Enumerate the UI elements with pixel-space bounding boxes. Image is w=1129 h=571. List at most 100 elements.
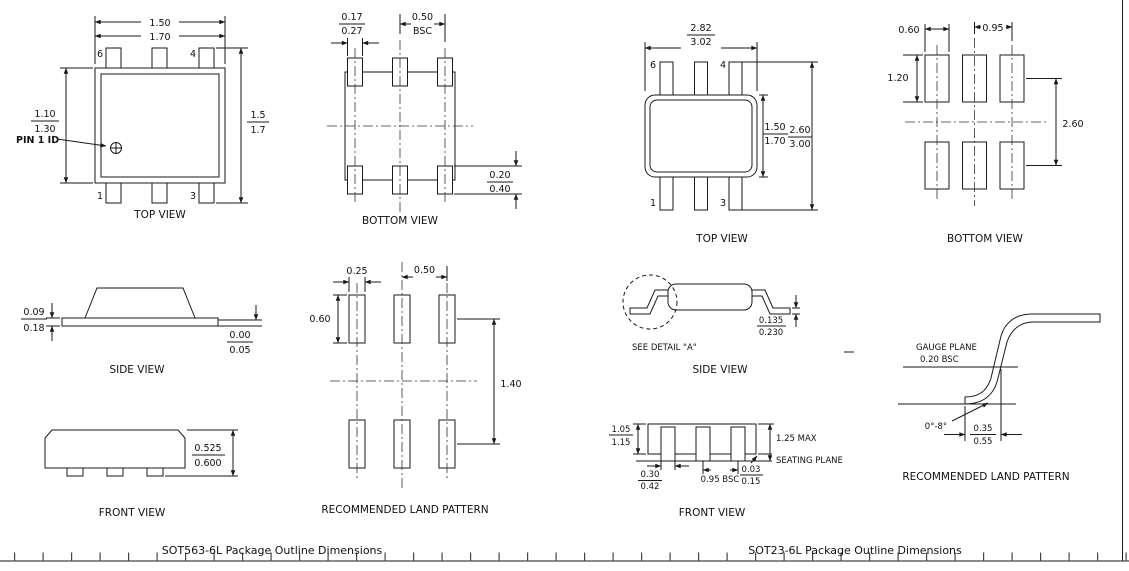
dim-pad-len-min: 0.20 [489, 170, 510, 181]
right-caption: SOT23-6L Package Outline Dimensions [748, 544, 962, 557]
pin [106, 467, 124, 477]
dim-overall-min: 2.60 [789, 125, 810, 136]
dim-thickness-max: 0.18 [23, 323, 44, 334]
package-body [44, 429, 186, 469]
dim-body-height-min: 1.50 [764, 122, 785, 133]
dim-land-row-pitch: 1.40 [500, 379, 521, 390]
dim-body-height-max: 1.30 [34, 124, 55, 135]
sot563-side-view: 0.09 0.18 0.00 0.05 SIDE VIEW [21, 287, 262, 376]
pin [66, 467, 84, 477]
dim-thickness-min: 0.09 [23, 307, 44, 318]
dim-standoff-min: 0.00 [229, 330, 250, 341]
gauge-dim: 0.20 BSC [920, 355, 959, 365]
view-label: BOTTOM VIEW [947, 233, 1024, 245]
dim-pad-width-max: 0.27 [341, 26, 362, 37]
dim-pitch: 0.50 [412, 12, 433, 23]
dim-max-height: 1.25 MAX [776, 434, 817, 444]
pin-number: 6 [650, 60, 656, 71]
dim-standoff-min: 0.03 [742, 465, 761, 475]
pin-number: 3 [720, 198, 726, 209]
dim-pitch-note: BSC [413, 26, 432, 37]
dim-standoff-max: 0.15 [742, 477, 761, 487]
base-plate [61, 317, 219, 327]
sot563-front-view: 0.525 0.600 FRONT VIEW [44, 429, 238, 519]
pin [146, 467, 164, 477]
dim-overall-max: 1.7 [250, 125, 265, 136]
pin [694, 176, 708, 211]
dim-pitch: 0.95 [982, 23, 1003, 34]
dim-body-h-min: 1.05 [612, 425, 631, 435]
pin [151, 182, 168, 204]
dim-pad-width: 0.60 [898, 25, 919, 36]
detail-note: SEE DETAIL "A" [632, 343, 697, 353]
view-label: RECOMMENDED LAND PATTERN [902, 471, 1069, 483]
sot563-top-view: 1.50 1.70 1.10 1.30 PIN 1 ID 1.5 1.7 6 4… [16, 16, 269, 221]
package-body [84, 287, 196, 319]
lead [660, 426, 676, 462]
dim-body-height-min: 1.10 [34, 109, 55, 120]
dim-lead-w-min: 0.30 [641, 470, 660, 480]
dim-overall-min: 1.5 [250, 110, 265, 121]
sot23-side-view: SEE DETAIL "A" 0.135 0.230 SIDE VIEW [622, 274, 800, 376]
seating-plane-label: SEATING PLANE [776, 456, 843, 466]
sot23-lead-detail: GAUGE PLANE 0.20 BSC 0°-8° 0.35 0.55 REC… [898, 313, 1101, 483]
dim-height-min: 0.525 [194, 443, 221, 454]
lead-right [751, 289, 791, 315]
sot563-bottom-view: 0.17 0.27 0.50 BSC 0.20 0.40 BOTTOM VIEW [327, 12, 522, 227]
dim-land-pitch: 0.50 [414, 265, 435, 276]
dim-row-pitch: 2.60 [1062, 119, 1083, 130]
pin [694, 61, 708, 96]
package-body [667, 283, 753, 311]
dim-width-min: 1.50 [149, 18, 170, 29]
dim-foot-max: 0.55 [974, 437, 993, 447]
dim-lead-thk-max: 0.230 [759, 328, 783, 338]
dim-width-min: 2.82 [690, 23, 711, 34]
dim-body-height-max: 1.70 [764, 136, 785, 147]
pin-number: 4 [190, 49, 196, 60]
land-pad [999, 141, 1025, 190]
sot563-land-pattern: 0.25 0.50 0.60 1.40 RECOMMENDED LAND PAT… [309, 262, 522, 516]
dim-height-max: 0.600 [194, 458, 221, 469]
sot23-bottom-view: 0.60 0.95 1.20 2.60 BOTTOM VIEW [887, 22, 1084, 245]
dim-lead-thk-min: 0.135 [759, 316, 783, 326]
package-body [644, 94, 758, 178]
left-caption: SOT563-6L Package Outline Dimensions [162, 544, 383, 557]
pin-number: 3 [190, 191, 196, 202]
dim-foot-min: 0.35 [974, 424, 993, 434]
pin [659, 176, 674, 211]
lead [695, 426, 711, 462]
dim-width-max: 3.02 [690, 37, 711, 48]
view-label: TOP VIEW [133, 209, 186, 221]
dim-land-pad-height: 0.60 [309, 314, 330, 325]
dim-width-max: 1.70 [149, 32, 170, 43]
bent-lead [964, 313, 1101, 405]
lead-left [629, 289, 669, 315]
dim-lead-w-max: 0.42 [641, 482, 660, 492]
pin [728, 176, 743, 211]
detail-a-circle [622, 274, 678, 330]
view-label: FRONT VIEW [99, 507, 166, 519]
pin [198, 47, 215, 69]
pin [151, 47, 168, 69]
dim-angle: 0°-8° [925, 422, 947, 432]
dim-standoff-max: 0.05 [229, 345, 250, 356]
package-body [94, 67, 226, 184]
pin-number: 4 [720, 60, 726, 71]
view-label: RECOMMENDED LAND PATTERN [321, 504, 488, 516]
view-label: FRONT VIEW [679, 507, 746, 519]
sot23-top-view: 2.82 3.02 1.50 1.70 2.60 3.00 6 4 1 3 TO… [644, 23, 818, 245]
sot23-front-view: 1.25 MAX SEATING PLANE 1.05 1.15 0.30 0.… [609, 423, 843, 519]
dim-land-pad-width: 0.25 [346, 266, 367, 277]
pin [728, 61, 743, 96]
gauge-plane-label: GAUGE PLANE [916, 343, 977, 353]
pin-number: 1 [97, 191, 103, 202]
pin [105, 47, 122, 69]
pin-number: 6 [97, 49, 103, 60]
view-label: BOTTOM VIEW [362, 215, 439, 227]
view-label: SIDE VIEW [692, 364, 748, 376]
pin1-indicator [110, 142, 122, 154]
view-label: TOP VIEW [695, 233, 748, 245]
pin [198, 182, 215, 204]
